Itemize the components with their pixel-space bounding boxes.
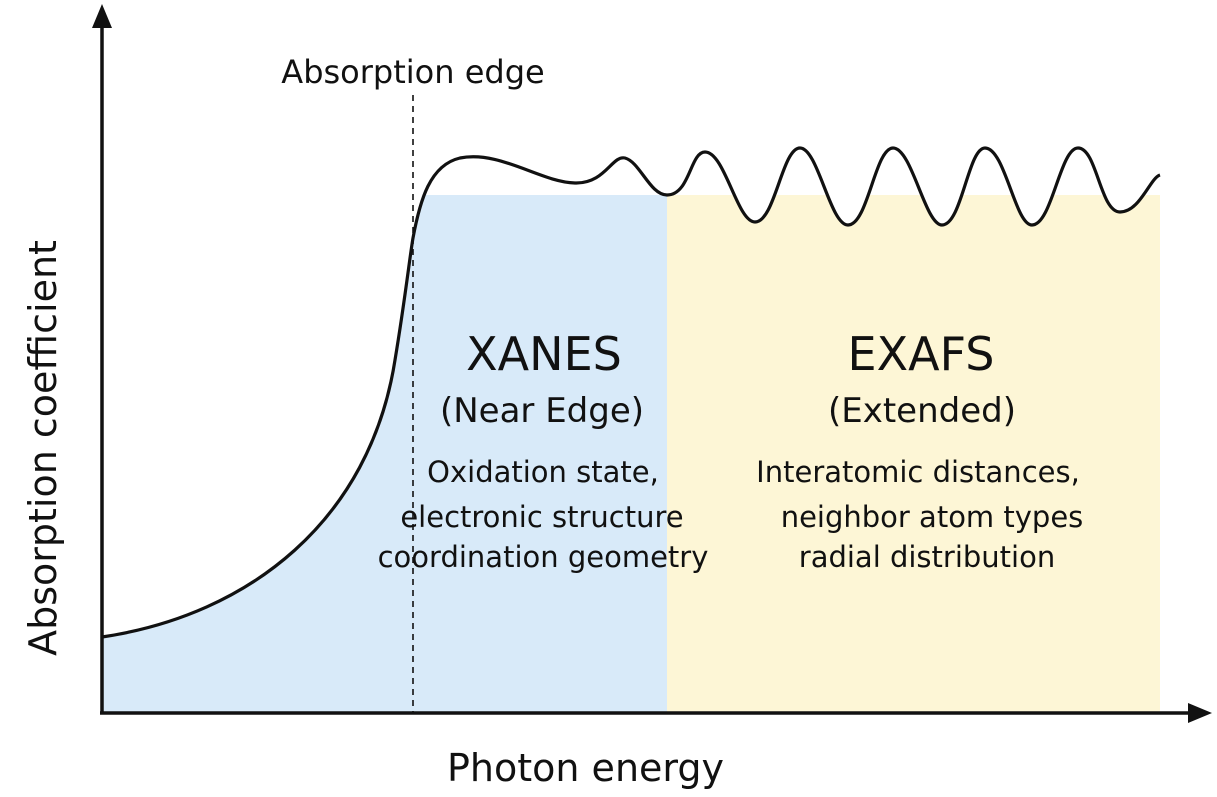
x-axis-arrowhead [1188, 703, 1212, 723]
xanes-desc-line: electronic structure [400, 500, 683, 534]
xanes-desc-line: coordination geometry [378, 540, 709, 574]
x-axis-title: Photon energy [447, 746, 724, 790]
y-axis-title: Absorption coefficient [21, 240, 65, 656]
exafs-desc-line: radial distribution [799, 540, 1055, 574]
y-axis-arrowhead [92, 4, 112, 28]
xanes-desc-line: Oxidation state, [427, 455, 659, 489]
exafs-title: EXAFS [848, 327, 995, 381]
absorption-spectrum-curve [101, 146, 1161, 639]
exafs-desc-line: neighbor atom types [781, 500, 1084, 534]
xanes-subtitle: (Near Edge) [440, 391, 644, 431]
exafs-desc-line: Interatomic distances, [756, 455, 1080, 489]
region-top-mask [102, 140, 1160, 637]
xanes-title: XANES [466, 327, 622, 381]
exafs-region [667, 195, 1160, 713]
absorption-edge-label: Absorption edge [281, 53, 544, 91]
exafs-subtitle: (Extended) [828, 391, 1016, 431]
